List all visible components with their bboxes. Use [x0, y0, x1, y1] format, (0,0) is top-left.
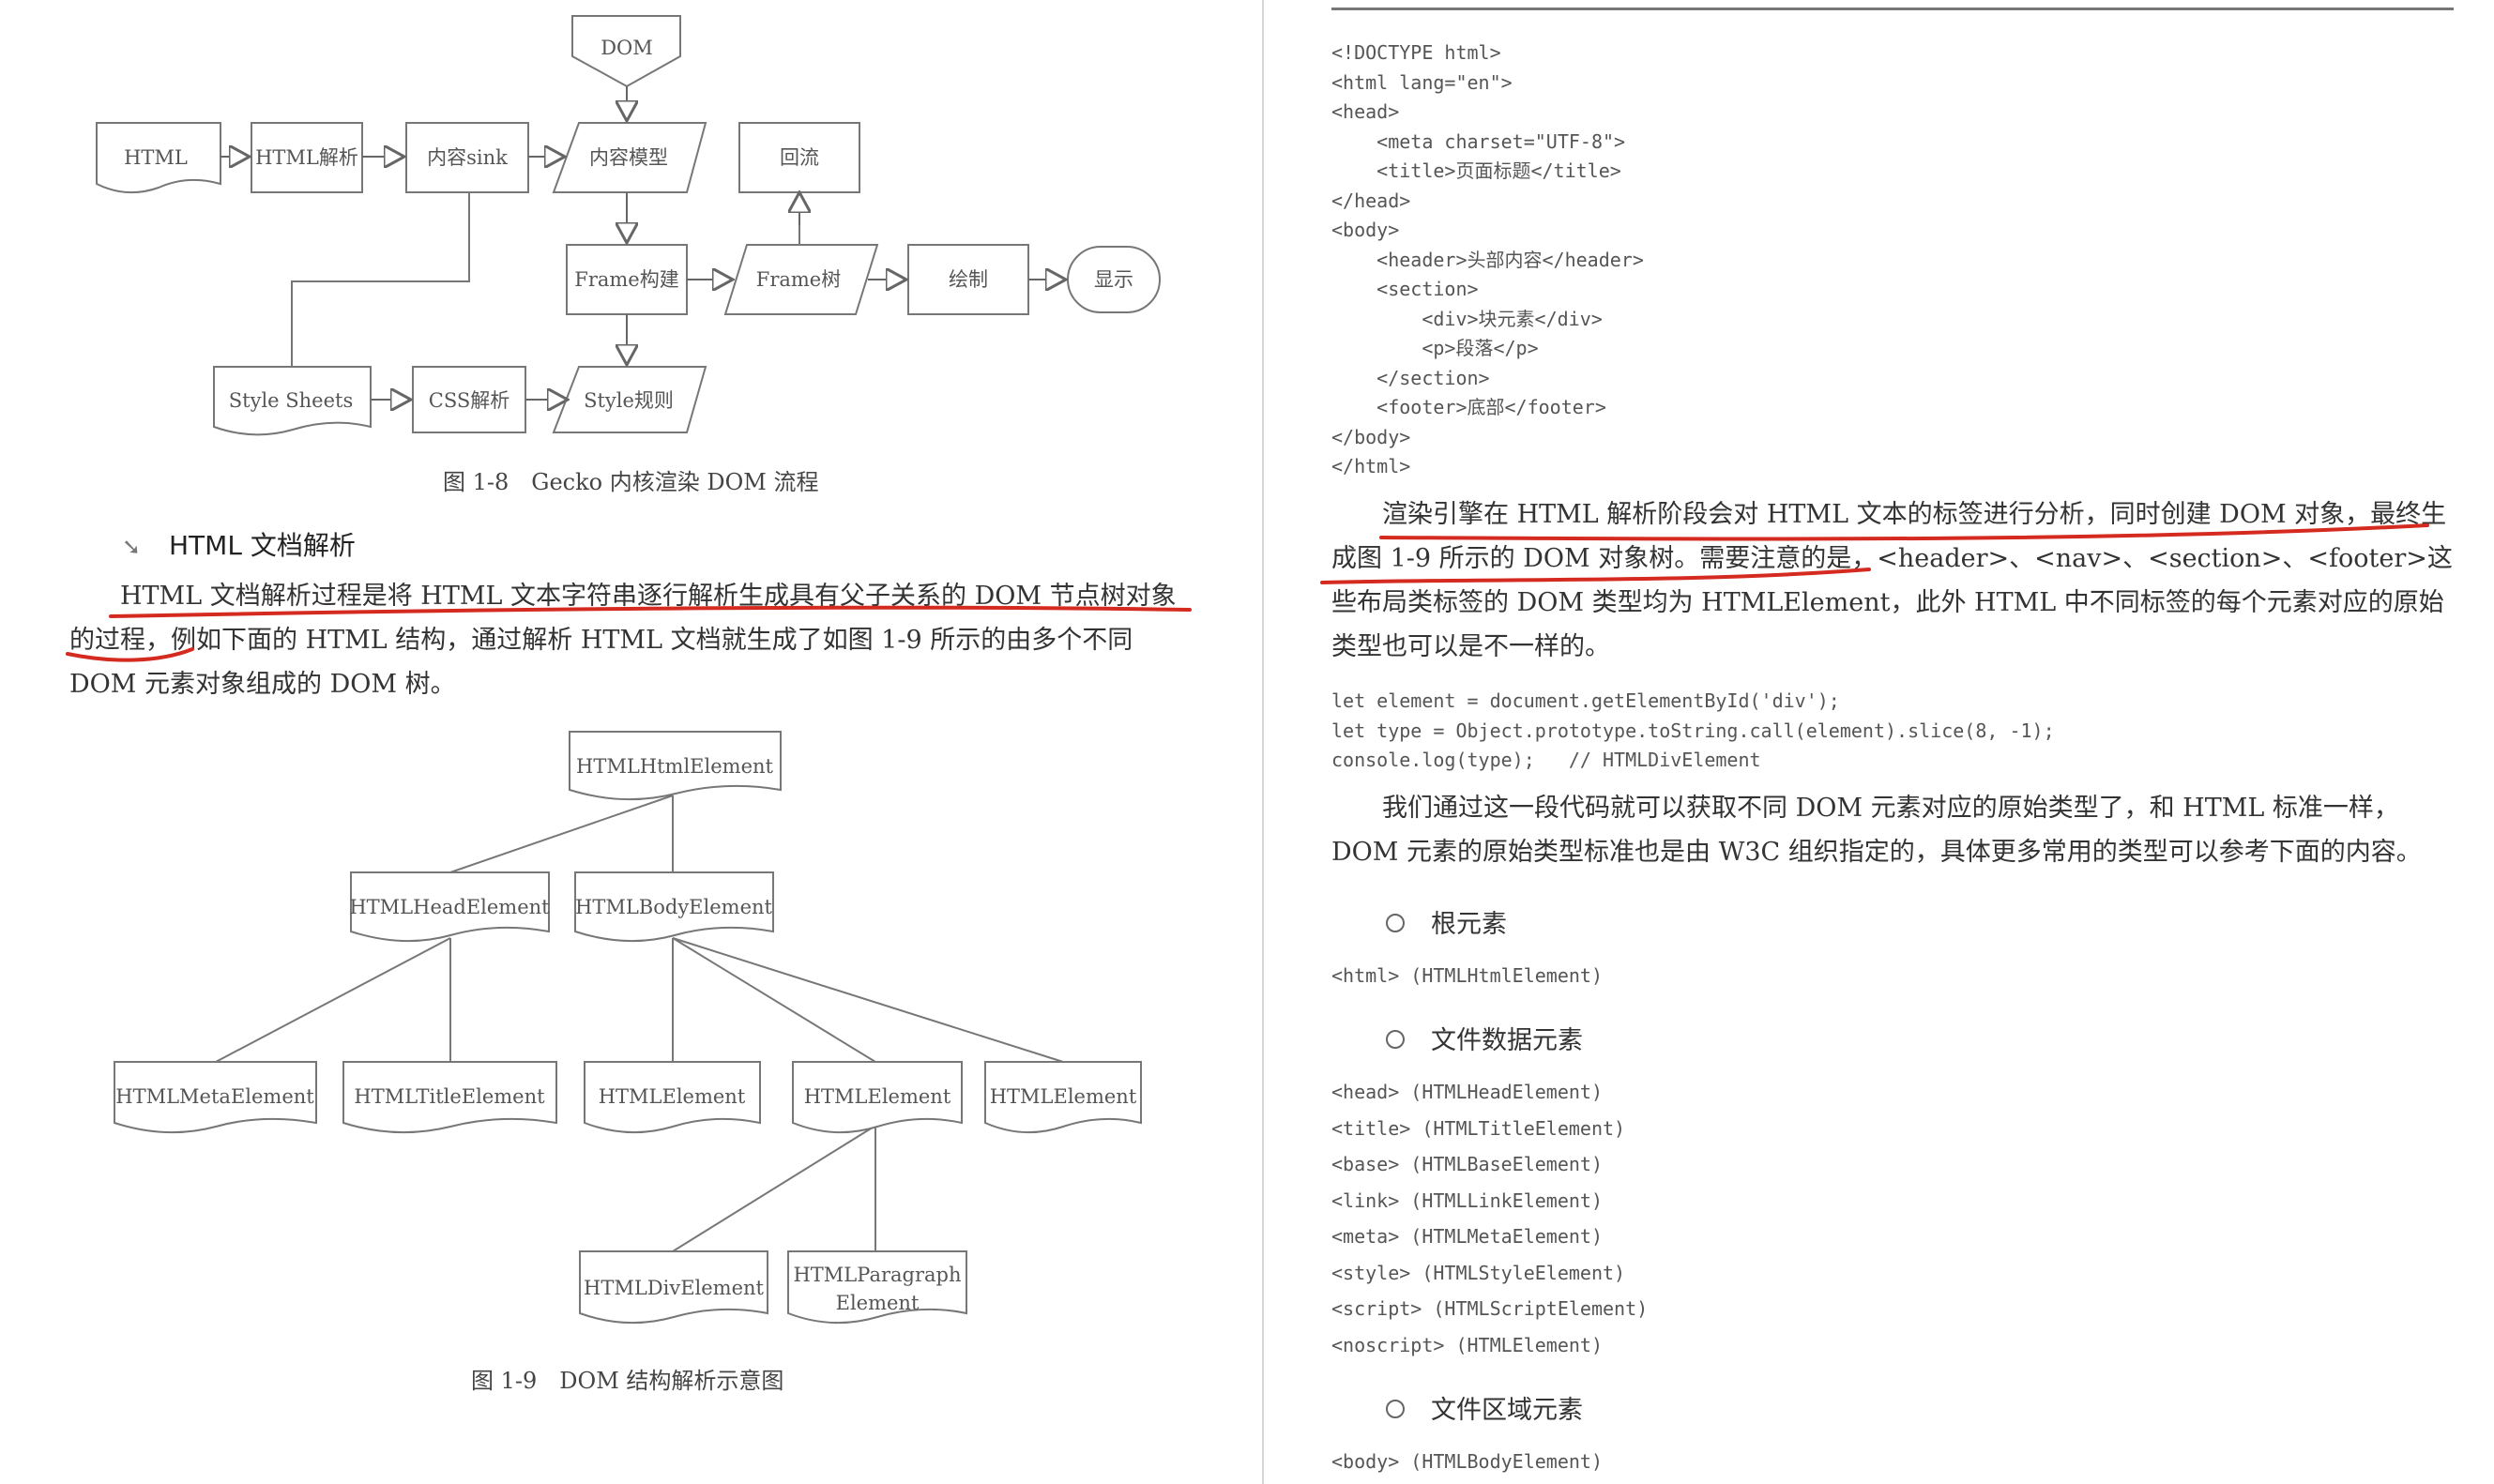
node-paint: 绘制 — [949, 268, 988, 291]
tree-paragraph-line2: Element — [836, 1292, 920, 1314]
left-page: DOM HTML HTML解析 内容sink 内容模型 回流 Frame构建 F… — [66, 15, 1195, 1394]
node-content-model: 内容模型 — [589, 146, 668, 169]
section-document-area-elements: 文件区域元素 — [1386, 1389, 1583, 1426]
root-element-list: <html> (HTMLHtmlElement) — [1331, 964, 1603, 987]
node-css-parse: CSS解析 — [429, 389, 509, 412]
node-dom: DOM — [601, 37, 653, 59]
node-html-parse: HTML解析 — [255, 146, 358, 169]
figure-1-8-caption: 图 1-8 Gecko 内核渲染 DOM 流程 — [443, 469, 819, 495]
node-style-rules: Style规则 — [584, 389, 674, 412]
section-document-data-title: 文件数据元素 — [1431, 1026, 1583, 1055]
js-code-block: let element = document.getElementById('d… — [1331, 689, 2055, 771]
node-reflow: 回流 — [780, 146, 819, 169]
gecko-flowchart: DOM HTML HTML解析 内容sink 内容模型 回流 Frame构建 F… — [96, 15, 1161, 436]
header-rule — [1331, 8, 2454, 10]
right-paragraph-1: 渲染引擎在 HTML 解析阶段会对 HTML 文本的标签进行分析，同时创建 DO… — [1331, 492, 2457, 669]
section-document-area-title: 文件区域元素 — [1431, 1396, 1583, 1425]
tree-head: HTMLHeadElement — [349, 896, 550, 918]
circle-bullet-icon — [1386, 1029, 1405, 1049]
node-display: 显示 — [1094, 268, 1133, 291]
page-divider — [1262, 0, 1264, 1484]
figure-1-9-caption: 图 1-9 DOM 结构解析示意图 — [471, 1368, 784, 1394]
tree-element-2: HTMLElement — [804, 1085, 951, 1108]
section-root-elements: 根元素 — [1386, 903, 1507, 940]
tree-body: HTMLBodyElement — [575, 896, 772, 918]
tree-paragraph-line1: HTMLParagraph — [793, 1264, 961, 1286]
tree-title: HTMLTitleElement — [354, 1085, 545, 1108]
left-paragraph-text: HTML 文档解析过程是将 HTML 文本字符串逐行解析生成具有父子关系的 DO… — [69, 582, 1177, 699]
right-page: <!DOCTYPE html> <html lang="en"> <head> … — [1264, 0, 2494, 1484]
tree-element-1: HTMLElement — [599, 1085, 746, 1108]
right-paragraph-2-text: 我们通过这一段代码就可以获取不同 DOM 元素对应的原始类型了，和 HTML 标… — [1331, 794, 2422, 867]
node-html: HTML — [124, 146, 188, 169]
node-frame-build: Frame构建 — [574, 268, 678, 291]
section-root-title: 根元素 — [1431, 910, 1507, 939]
section-heading-text: HTML 文档解析 — [169, 530, 356, 561]
circle-bullet-icon — [1386, 1399, 1405, 1418]
circle-bullet-icon — [1386, 913, 1405, 932]
left-paragraph: HTML 文档解析过程是将 HTML 文本字符串逐行解析生成具有父子关系的 DO… — [69, 574, 1195, 706]
tree-div: HTMLDivElement — [584, 1277, 765, 1299]
html-code-block: <!DOCTYPE html> <html lang="en"> <head> … — [1331, 41, 1644, 477]
right-paragraph-2: 我们通过这一段代码就可以获取不同 DOM 元素对应的原始类型了，和 HTML 标… — [1331, 786, 2457, 874]
heading-arrow-icon: ➘ — [122, 534, 142, 560]
tree-meta: HTMLMetaElement — [115, 1085, 314, 1108]
tree-element-3: HTMLElement — [990, 1085, 1137, 1108]
node-frame-tree: Frame树 — [756, 268, 841, 291]
node-style-sheets: Style Sheets — [229, 389, 354, 412]
tree-root: HTMLHtmlElement — [576, 755, 773, 778]
section-heading: ➘ HTML 文档解析 — [122, 525, 356, 563]
document-area-element-list: <body> (HTMLBodyElement) — [1331, 1450, 1603, 1473]
document-data-element-list: <head> (HTMLHeadElement) <title> (HTMLTi… — [1331, 1081, 1649, 1356]
right-paragraph-1-text: 渲染引擎在 HTML 解析阶段会对 HTML 文本的标签进行分析，同时创建 DO… — [1331, 500, 2453, 661]
section-document-data-elements: 文件数据元素 — [1386, 1020, 1583, 1056]
dom-tree-diagram: HTMLHtmlElement HTMLHeadElement HTMLBody… — [114, 731, 1142, 1325]
node-content-sink: 内容sink — [427, 146, 508, 169]
